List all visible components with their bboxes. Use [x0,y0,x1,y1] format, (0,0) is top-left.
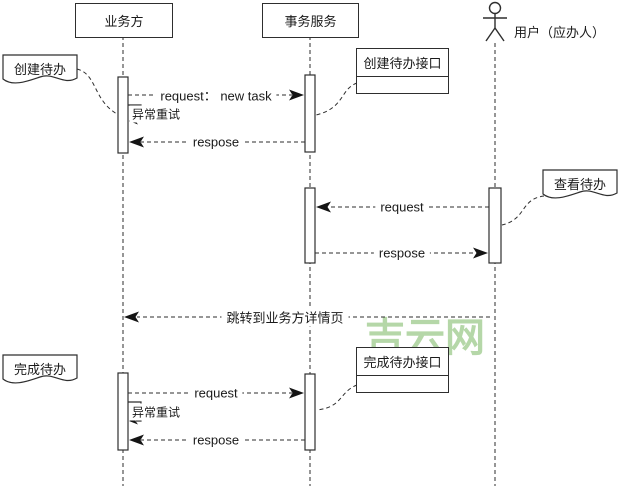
activation-service-1 [304,74,316,153]
message-label-request-finish: request [189,385,243,401]
participant-business: 业务方 [75,3,173,38]
note-shape-view [542,169,618,199]
message-label-retry-1: 异常重试 [130,105,183,123]
message-label-respose-1: respose [187,134,245,150]
participant-service: 事务服务 [262,3,359,38]
message-request-finish [128,387,304,399]
note-shape-create [2,54,78,84]
interface-create-api: 创建待办接口 [356,48,449,94]
note-shape-finish [2,354,78,384]
activation-business-2 [117,372,129,451]
message-label-retry-2: 异常重试 [130,403,183,421]
activation-service-3 [304,373,316,451]
participant-user-label: 用户（应办人） [514,25,606,40]
message-respose-1 [129,136,305,148]
connector-finish-api [316,384,358,411]
interface-create-api-label: 创建待办接口 [357,49,448,77]
connector-view-note [501,195,545,226]
actor-icon [483,1,507,42]
interface-finish-api: 完成待办接口 [356,347,449,393]
connector-create-note [76,68,118,115]
connector-create-api [315,82,358,116]
note-finish-label: 完成待办 [13,362,66,377]
participant-business-label: 业务方 [104,14,144,29]
participant-service-label: 事务服务 [284,14,337,29]
message-label-respose-user: respose [373,245,431,261]
message-label-request-new-task: request： new task [155,85,277,105]
message-respose-finish [129,434,305,446]
message-label-respose-finish: respose [187,432,245,448]
activation-service-2 [304,187,316,264]
activation-business-1 [117,76,129,154]
interface-finish-api-label: 完成待办接口 [357,348,448,376]
note-view-label: 查看待办 [553,177,606,192]
message-label-request-user: request [375,199,429,215]
message-label-jump-detail: 跳转到业务方详情页 [221,307,349,327]
note-create-label: 创建待办 [13,62,66,77]
activation-user-1 [488,187,502,264]
